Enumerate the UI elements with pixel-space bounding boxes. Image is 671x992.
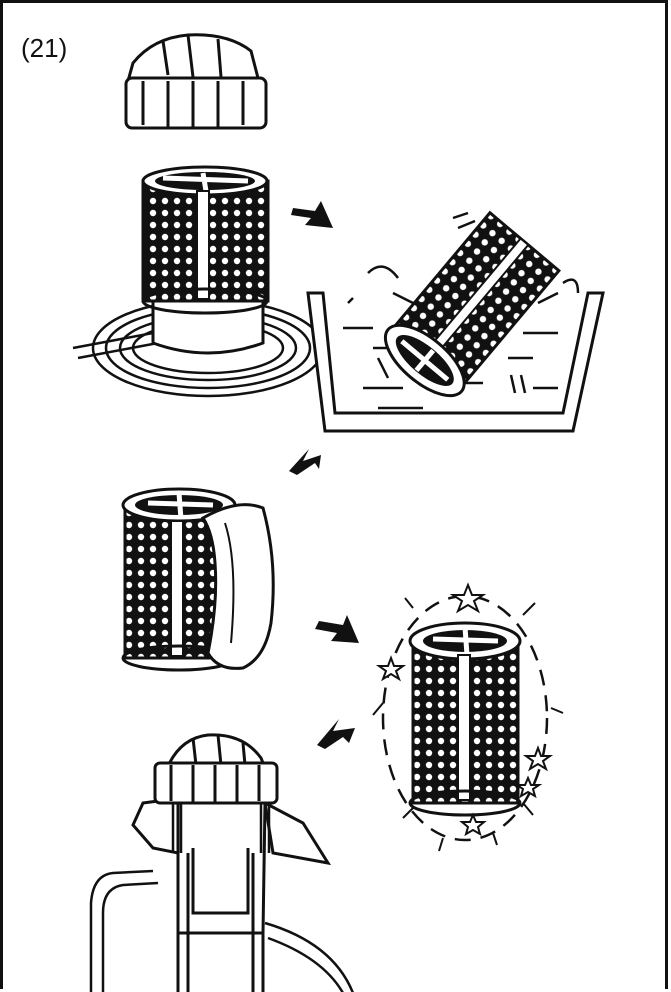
strainer-in-tank-icon	[72, 165, 325, 398]
arrow-icon	[291, 201, 333, 228]
washing-basin-icon	[306, 210, 605, 433]
strainer-cleaning-illustration	[72, 33, 605, 992]
fuel-cap-icon	[124, 33, 268, 130]
arrow-icon	[289, 449, 321, 475]
figure-number: (21)	[21, 33, 68, 63]
arrow-icon	[315, 615, 359, 643]
reinstalled-cap-icon	[89, 733, 354, 992]
strainer-with-cloth-icon	[121, 487, 275, 672]
clean-strainer-icon	[372, 582, 564, 852]
arrow-icon	[317, 719, 355, 749]
